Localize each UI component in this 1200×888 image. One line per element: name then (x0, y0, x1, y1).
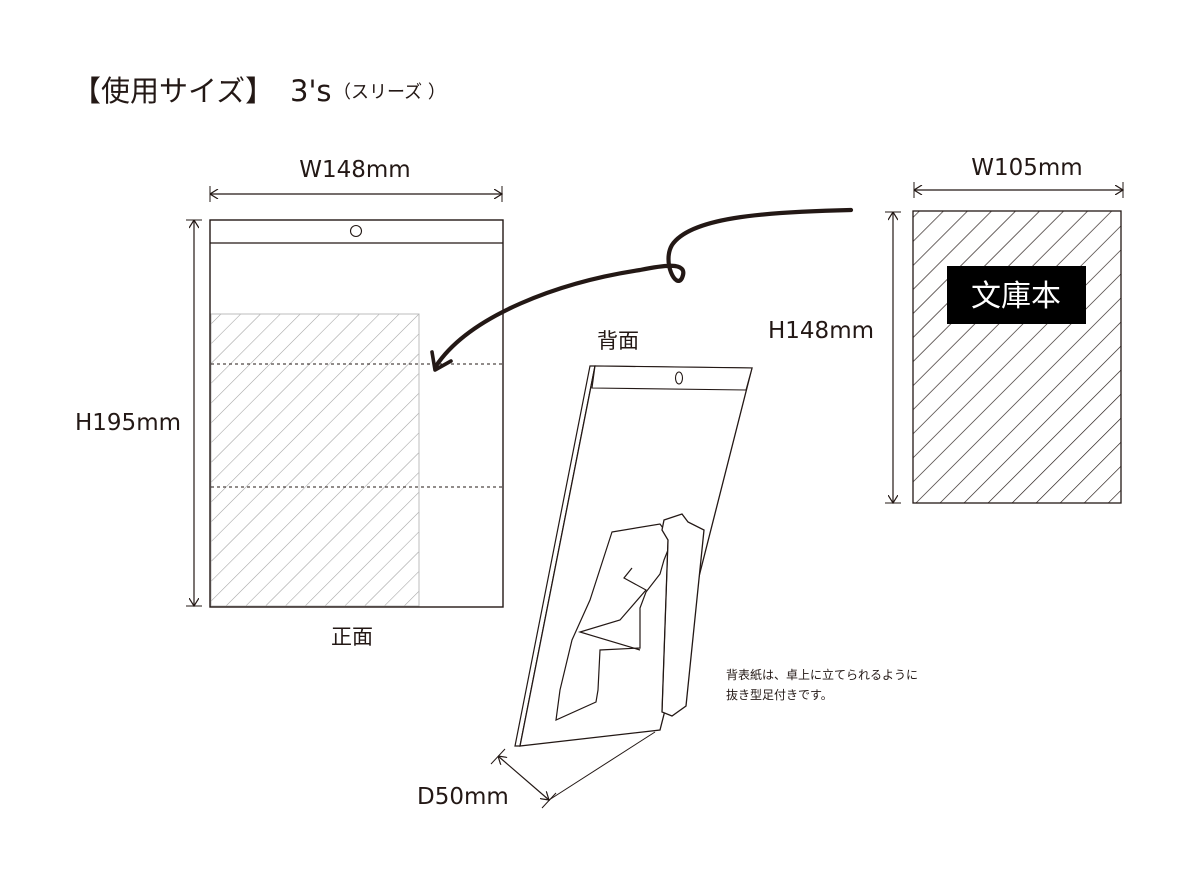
depth-extension-line (548, 731, 656, 801)
front-view-label: 正面 (331, 625, 373, 649)
back-note-line2: 抜き型足付きです。 (726, 688, 833, 702)
front-width-label: W148mm (299, 157, 410, 183)
book-hatch (913, 211, 1121, 503)
back-view-label: 背面 (597, 329, 639, 353)
back-header-strip (591, 365, 753, 391)
book-label: 文庫本 (971, 279, 1061, 314)
size-name: 3's (290, 74, 332, 108)
insert-arrow (430, 207, 854, 372)
front-height-label: H195mm (75, 410, 181, 436)
front-book-outline (210, 313, 420, 607)
easel-leg (661, 513, 705, 717)
header-title: 【使用サイズ】 (72, 74, 274, 108)
book-view: W105mm H148mm 文庫本 (768, 155, 1123, 503)
front-view: W148mm H195mm 正面 (75, 157, 504, 649)
header: 【使用サイズ】 3's （スリーズ ） (72, 74, 446, 108)
depth-tick-start (490, 748, 506, 765)
depth-dimension-line (498, 756, 549, 800)
insert-arrow-head-icon (430, 350, 453, 372)
insert-arrow-curve (433, 207, 854, 369)
hang-hole-icon (349, 224, 363, 238)
book-height-label: H148mm (768, 318, 874, 344)
book-width-label: W105mm (971, 155, 1082, 181)
book-outline (912, 210, 1122, 504)
back-note-line1: 背表紙は、卓上に立てられるように (726, 667, 918, 682)
front-book-hatch (211, 314, 419, 606)
size-reading: （スリーズ ） (333, 82, 446, 103)
depth-tick-end (541, 792, 557, 809)
book-label-plate (947, 266, 1086, 324)
back-hang-hole-icon (674, 371, 684, 385)
easel-cut-detail (577, 567, 647, 651)
easel-leg-fold (661, 539, 669, 713)
front-case-outline (209, 219, 504, 608)
depth-label: D50mm (417, 784, 509, 810)
back-view: 背面 D50mm 背表紙は、卓上に立てられるように 抜き型足付きです。 (417, 329, 918, 810)
